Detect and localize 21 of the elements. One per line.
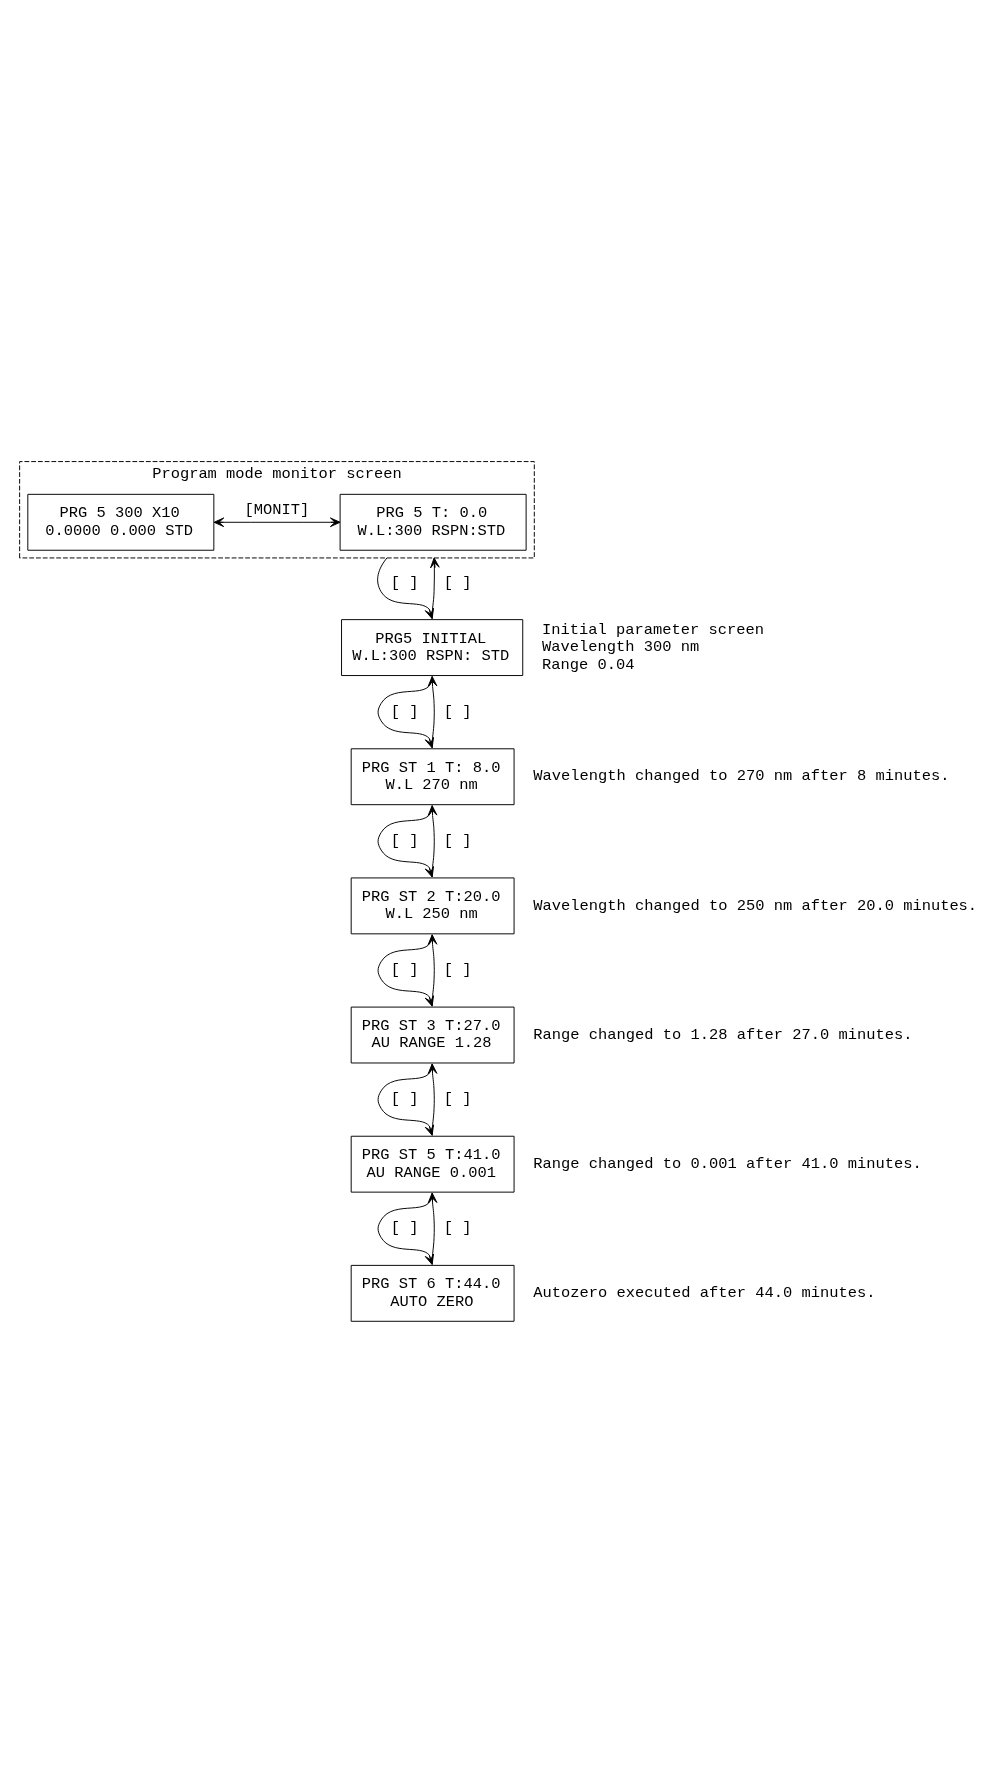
- node-label: Wavelength changed to 270 nm after 8 minutes.: [533, 766, 950, 785]
- edge-label: [ ]: [443, 1218, 472, 1237]
- node-label: Autozero executed after 44.0 minutes.: [533, 1283, 876, 1302]
- edge-label: [ ]: [390, 1089, 419, 1108]
- edge-label: [ ]: [390, 1218, 419, 1237]
- edge-label: [ ]: [390, 702, 419, 721]
- edge-label: [MONIT]: [244, 500, 310, 519]
- node-label: Range 0.04: [542, 655, 635, 674]
- edge-label: [ ]: [443, 702, 472, 721]
- edge-label: [ ]: [443, 831, 472, 850]
- node-label: Range changed to 1.28 after 27.0 minutes.: [533, 1025, 913, 1044]
- edge-label: [ ]: [443, 960, 472, 979]
- node-label: Wavelength changed to 250 nm after 20.0 minutes.: [533, 896, 978, 915]
- edge-label: [ ]: [390, 831, 419, 850]
- node-label: Wavelength 300 nm: [542, 637, 700, 656]
- node-label: Initial parameter screen: [542, 620, 764, 639]
- edge-label: [ ]: [390, 573, 419, 592]
- edge-label: [ ]: [443, 573, 472, 592]
- edge-label: [ ]: [443, 1089, 472, 1108]
- node-label: Range changed to 0.001 after 41.0 minutes.: [533, 1154, 922, 1173]
- edge-label: [ ]: [390, 960, 419, 979]
